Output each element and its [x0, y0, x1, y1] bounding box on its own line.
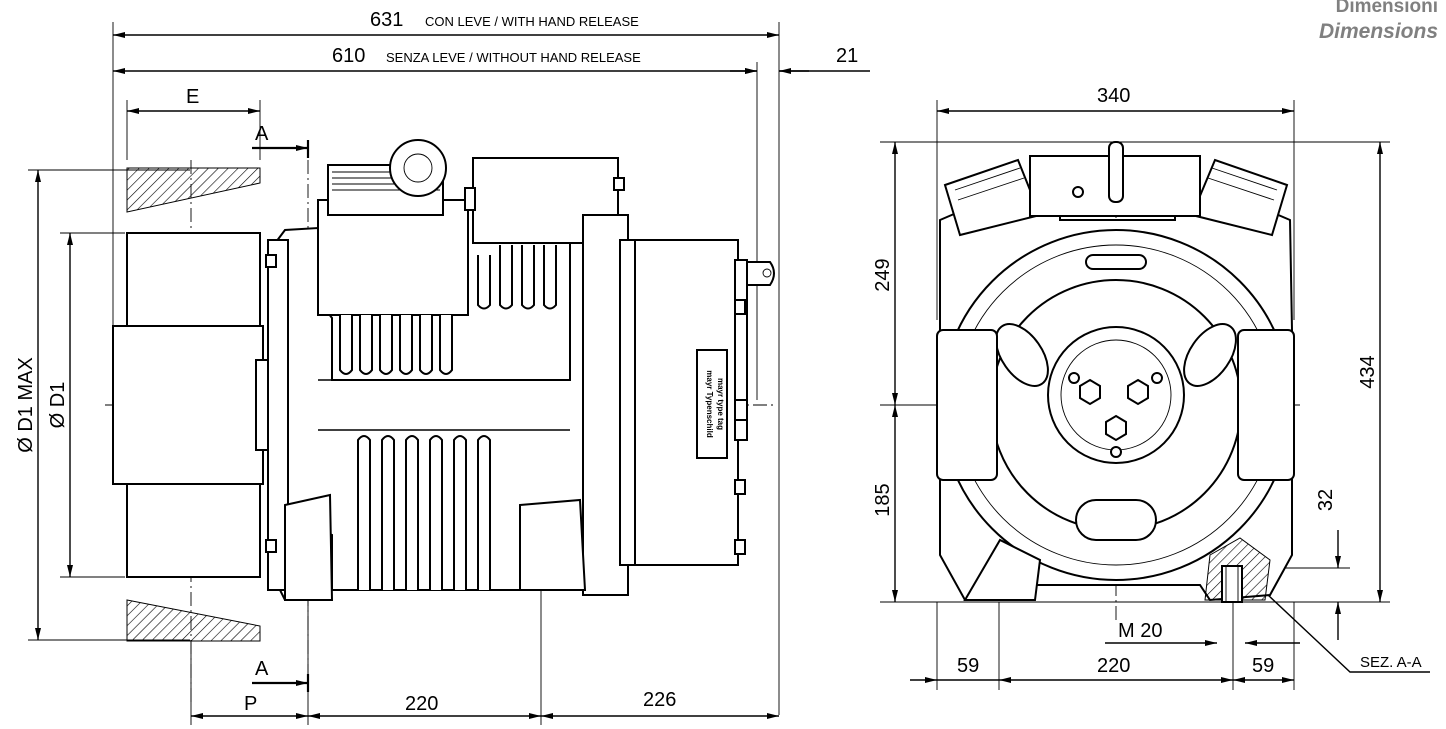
side-block-left — [936, 329, 998, 481]
slot-left — [995, 323, 1049, 387]
hex-bolt-right — [1127, 378, 1149, 406]
dim-220-front-value: 220 — [1097, 655, 1130, 677]
dim-59-left-value: 59 — [957, 655, 979, 677]
release-tab — [746, 261, 775, 286]
dim-610-label: SENZA LEVE / WITHOUT HAND RELEASE — [386, 50, 641, 65]
dim-220-side-value: 220 — [405, 693, 438, 715]
foot-left — [284, 493, 334, 601]
dim-E-label: E — [186, 86, 199, 108]
hex-bolt-left — [1079, 378, 1101, 406]
cooling-fins-lower — [357, 435, 491, 590]
release-handle — [1108, 141, 1124, 203]
dim-59-right-value: 59 — [1252, 655, 1274, 677]
foot-right — [519, 498, 587, 591]
dim-226-value: 226 — [643, 689, 676, 711]
fan-wheel — [389, 139, 447, 197]
sheave-top-section — [126, 167, 261, 213]
section-leader — [1267, 594, 1430, 673]
type-tag — [696, 349, 728, 459]
sheave-bottom-section — [126, 599, 261, 642]
side-block-right — [1237, 329, 1295, 481]
front-foot-left — [963, 538, 1042, 601]
dim-D1-max-label: Ø D1 MAX — [15, 357, 37, 453]
title-english: Dimensions — [1318, 20, 1438, 43]
dim-185-value: 185 — [872, 483, 894, 516]
dim-32-value: 32 — [1315, 489, 1337, 511]
type-tag-line1: mayr Typenschild — [705, 370, 714, 438]
side-view: mayr Typenschild mayr type tag — [15, 9, 870, 725]
title-italian: Dimensioni — [1335, 0, 1438, 17]
housing-left-flange — [267, 239, 289, 591]
dim-610-value: 610 — [332, 45, 365, 67]
dim-631-label: CON LEVE / WITH HAND RELEASE — [425, 14, 639, 29]
thread-label: M 20 — [1118, 620, 1162, 642]
section-A-top: A — [255, 123, 269, 145]
type-tag-line2: mayr type tag — [716, 378, 725, 430]
front-hub — [1047, 326, 1185, 464]
dim-340-value: 340 — [1097, 85, 1130, 107]
slot-right — [1183, 323, 1237, 387]
slot-top — [1085, 254, 1147, 270]
shaft-hub — [112, 325, 264, 485]
cooling-fins-upper — [339, 245, 557, 375]
dim-249-value: 249 — [872, 258, 894, 291]
dim-434-value: 434 — [1357, 355, 1379, 388]
dim-21-value: 21 — [836, 45, 858, 67]
section-label: SEZ. A-A — [1360, 654, 1422, 671]
front-view: 340 249 185 434 32 M 20 59 220 59 SEZ. A… — [872, 85, 1430, 690]
fan-housing — [317, 199, 469, 316]
dim-631-value: 631 — [370, 9, 403, 31]
dim-P-label: P — [244, 693, 257, 715]
section-A-bottom: A — [255, 658, 269, 680]
thread-hole — [1221, 565, 1243, 603]
hex-bolt-bottom — [1105, 414, 1127, 442]
slot-bottom — [1075, 499, 1157, 541]
dim-D1-label: Ø D1 — [47, 382, 69, 429]
